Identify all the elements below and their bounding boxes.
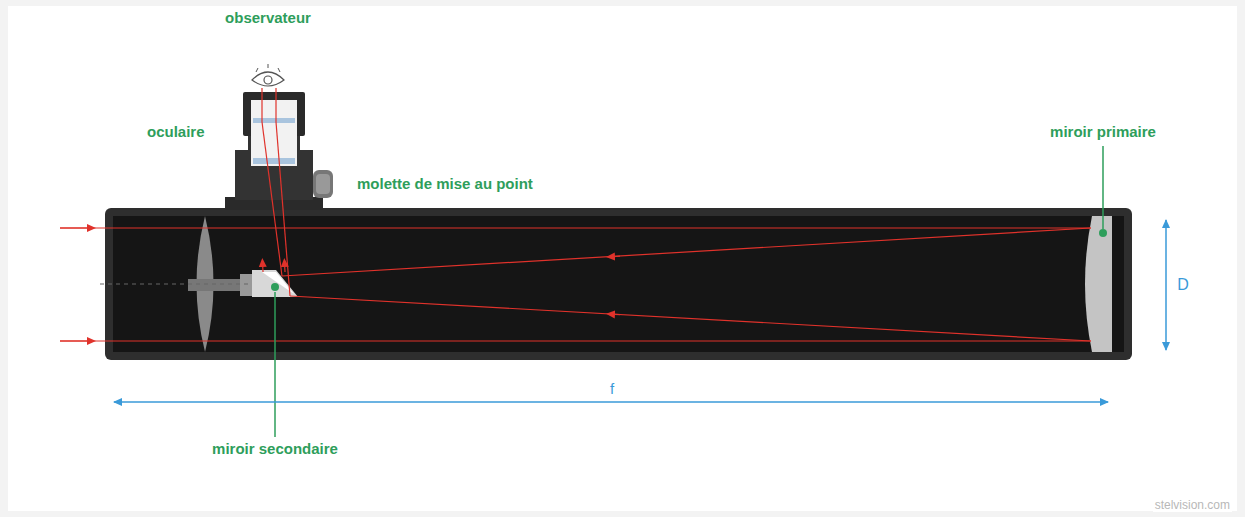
eyepiece-label: oculaire bbox=[145, 124, 207, 141]
focus-knob-label: molette de mise au point bbox=[355, 176, 535, 193]
primary-mirror-label: miroir primaire bbox=[1048, 124, 1158, 141]
observer-label: observateur bbox=[223, 10, 313, 27]
diameter-label: D bbox=[1175, 276, 1191, 294]
focal-length-label: f bbox=[608, 381, 616, 398]
secondary-mirror-label: miroir secondaire bbox=[210, 441, 340, 458]
watermark: stelvision.com bbox=[1153, 499, 1232, 512]
